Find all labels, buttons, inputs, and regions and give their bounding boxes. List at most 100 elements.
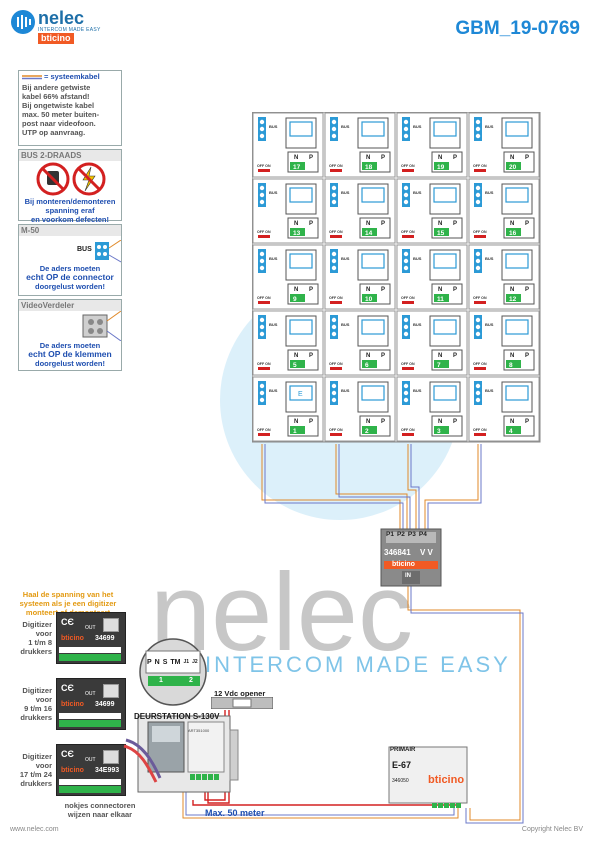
vv-warning-line: De aders moeten [39, 341, 101, 350]
digitizer-green-terminals [59, 786, 121, 793]
apartment-number: 19 [437, 164, 445, 171]
distributor-port-label: P3 [407, 531, 416, 538]
bus-label: BUS [413, 190, 422, 195]
p-label: P [453, 353, 457, 359]
opener-label: 12 Vdc opener [214, 689, 266, 698]
power-switch-icon [402, 301, 414, 304]
n-label: N [438, 155, 442, 161]
power-switch-icon [402, 235, 414, 238]
videoverdeler-warning: De aders moeten echt OP de klemmen doorg… [19, 341, 121, 368]
apartment-number: 8 [509, 362, 513, 369]
power-switch-icon [402, 433, 414, 436]
power-name: E-67 [392, 760, 412, 770]
connector-note: nokjes connectoren wijzen naar elkaar [55, 801, 145, 819]
power-switch-icon [474, 367, 486, 370]
n-label: N [366, 287, 370, 293]
m50-warning-line: De aders moeten [39, 264, 101, 273]
bus-label: BUS [413, 124, 422, 129]
switch-label: OFF ON [401, 296, 415, 300]
bus-label: BUS [485, 388, 494, 393]
p-label: P [309, 221, 313, 227]
m50-connector-icon [95, 240, 121, 263]
bus-label: BUS [269, 124, 278, 129]
power-switch-icon [474, 301, 486, 304]
video-distributor [380, 528, 442, 587]
digitizer-label-line: 9 t/m 16 [24, 704, 52, 713]
nelec-logo-icon [11, 10, 35, 34]
digitizer-green-terminals [59, 720, 121, 727]
p-label: P [525, 287, 529, 293]
m50-warning: De aders moeten echt OP de connector doo… [19, 264, 121, 291]
distributor-terminal-icon [82, 311, 121, 341]
cable-notes: Bij andere getwiste kabel 66% afstand! B… [19, 82, 121, 138]
switch-label: OFF ON [329, 428, 343, 432]
station-module-code: ART351000 [188, 728, 210, 733]
digitizer-label-line: 1 t/m 8 [28, 638, 52, 647]
n-label: N [294, 353, 298, 359]
bus-label: BUS [485, 322, 494, 327]
power-primair: PRIMAIR [390, 747, 416, 753]
n-label: N [510, 287, 514, 293]
power-switch-icon [330, 235, 342, 238]
apartment-number: 12 [509, 296, 517, 303]
power-switch-icon [330, 367, 342, 370]
zoom-number-1: 1 [159, 677, 163, 684]
screen-letter: E [298, 391, 303, 398]
p-label: P [309, 287, 313, 293]
power-supply [388, 746, 468, 808]
apartment-number: 14 [365, 230, 373, 237]
p-label: P [525, 353, 529, 359]
switch-label: OFF ON [473, 296, 487, 300]
cable-note: kabel 66% afstand! [22, 92, 90, 101]
vv-warning-line: echt OP de klemmen [28, 349, 112, 359]
switch-label: OFF ON [329, 362, 343, 366]
cable-note: post naar videofoon. [22, 119, 96, 128]
monitor-cell: BUS N P 12 OFF ON [468, 244, 540, 310]
cable-legend-panel: = systeemkabel Bij andere getwiste kabel… [18, 70, 122, 146]
power-switch-icon [258, 169, 270, 172]
cable-note: Bij andere getwiste [22, 83, 91, 92]
distributor-in-label: IN [405, 573, 411, 579]
m50-panel-title: M-50 [19, 225, 121, 236]
digitizer-out-label: OUT [85, 625, 96, 631]
m50-warning-line: doorgelust worden! [35, 282, 105, 291]
apartment-number: 15 [437, 230, 445, 237]
connector-note-line: wijzen naar elkaar [67, 810, 133, 819]
switch-label: OFF ON [329, 230, 343, 234]
switch-label: OFF ON [329, 296, 343, 300]
bus-label: BUS [413, 388, 422, 393]
watermark-tagline: INTERCOM MADE EASY [205, 652, 511, 677]
digitizer-label-line: drukkers [20, 713, 52, 722]
bus-label: BUS [413, 322, 422, 327]
bus-label: BUS [485, 256, 494, 261]
p-label: P [381, 287, 385, 293]
digitizer-label-line: Digitizer [22, 620, 52, 629]
digitizer-note-line: Haal de spanning van het [22, 590, 114, 599]
station-zoom-circle [139, 638, 207, 706]
bus-label: BUS [269, 190, 278, 195]
bus-warning-line: en voorkom defecten! [31, 215, 109, 224]
station-title: DEURSTATION S-130V [134, 712, 220, 721]
videoverdeler-panel: VideoVerdeler De aders moeten echt OP de… [18, 299, 122, 371]
power-switch-icon [330, 169, 342, 172]
apartment-number: 3 [437, 428, 441, 435]
apartment-number: 16 [509, 230, 517, 237]
switch-label: OFF ON [257, 164, 271, 168]
apartment-number: 4 [509, 428, 513, 435]
n-label: N [294, 155, 298, 161]
apartment-number: 20 [509, 164, 517, 171]
apartment-number: 5 [293, 362, 297, 369]
p-label: P [453, 155, 457, 161]
power-switch-icon [474, 235, 486, 238]
